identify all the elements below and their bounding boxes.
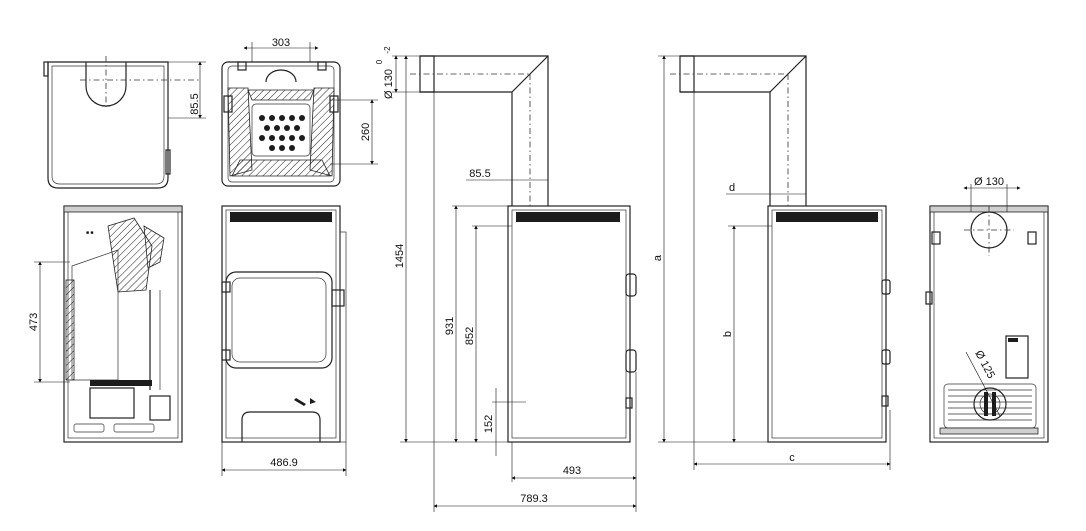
dim-text-c: c	[789, 452, 795, 464]
dim-outlet-offset: 85.5	[466, 168, 548, 181]
top-view-outline	[43, 56, 200, 189]
dim-top-offset: 85.5	[168, 61, 206, 119]
dim-parametric: a b d c	[652, 55, 891, 470]
side-section-view: ■ ■	[63, 205, 183, 443]
dim-text-a: a	[652, 254, 664, 261]
dim-text-789-3: 789.3	[520, 493, 548, 505]
dim-text-303: 303	[272, 37, 290, 49]
dim-heights-931-852-152: 931 852 152	[444, 205, 526, 456]
dim-flue-dia: Ø 130 0 -2	[375, 46, 420, 99]
front-view	[221, 205, 347, 443]
dim-firebox-depth: 260	[330, 99, 378, 165]
dim-text-493: 493	[563, 465, 581, 477]
svg-text:■ ■: ■ ■	[86, 230, 93, 236]
dim-text-flue-dia: Ø 130	[383, 69, 395, 99]
side-view-flue	[410, 55, 637, 443]
dim-window-height: 473	[28, 261, 70, 383]
dim-text-1454: 1454	[394, 244, 406, 268]
dim-text-rear-flue: Ø 130	[974, 176, 1004, 188]
dim-text-d: d	[729, 182, 735, 194]
dim-air-inlet: Ø 125	[965, 349, 1001, 417]
top-section-view	[221, 61, 341, 187]
dim-top-width: 303	[243, 37, 319, 62]
dim-text-flue-tol-upper: 0	[375, 59, 384, 64]
dim-text-260: 260	[360, 123, 372, 141]
dim-front-width: 486.9	[221, 442, 347, 476]
rear-view	[925, 205, 1049, 443]
dim-total-height: 1454	[394, 55, 508, 443]
dim-text-85-5-outlet: 85.5	[469, 168, 490, 180]
side-view-parametric	[670, 55, 891, 443]
dim-text-flue-tol-lower: -2	[383, 46, 392, 54]
dim-text-473: 473	[28, 313, 40, 331]
dim-text-air-inlet: Ø 125	[972, 349, 997, 381]
dim-text-486-9: 486.9	[270, 457, 298, 469]
dim-text-152: 152	[483, 415, 495, 433]
dim-text-b: b	[722, 331, 734, 337]
dim-text-931: 931	[444, 317, 456, 335]
dim-text-852: 852	[464, 327, 476, 345]
dim-rear-flue: Ø 130	[963, 176, 1021, 212]
dim-widths-493-789: 493 789.3	[433, 92, 637, 512]
dim-text-85-5-top: 85.5	[189, 93, 201, 114]
